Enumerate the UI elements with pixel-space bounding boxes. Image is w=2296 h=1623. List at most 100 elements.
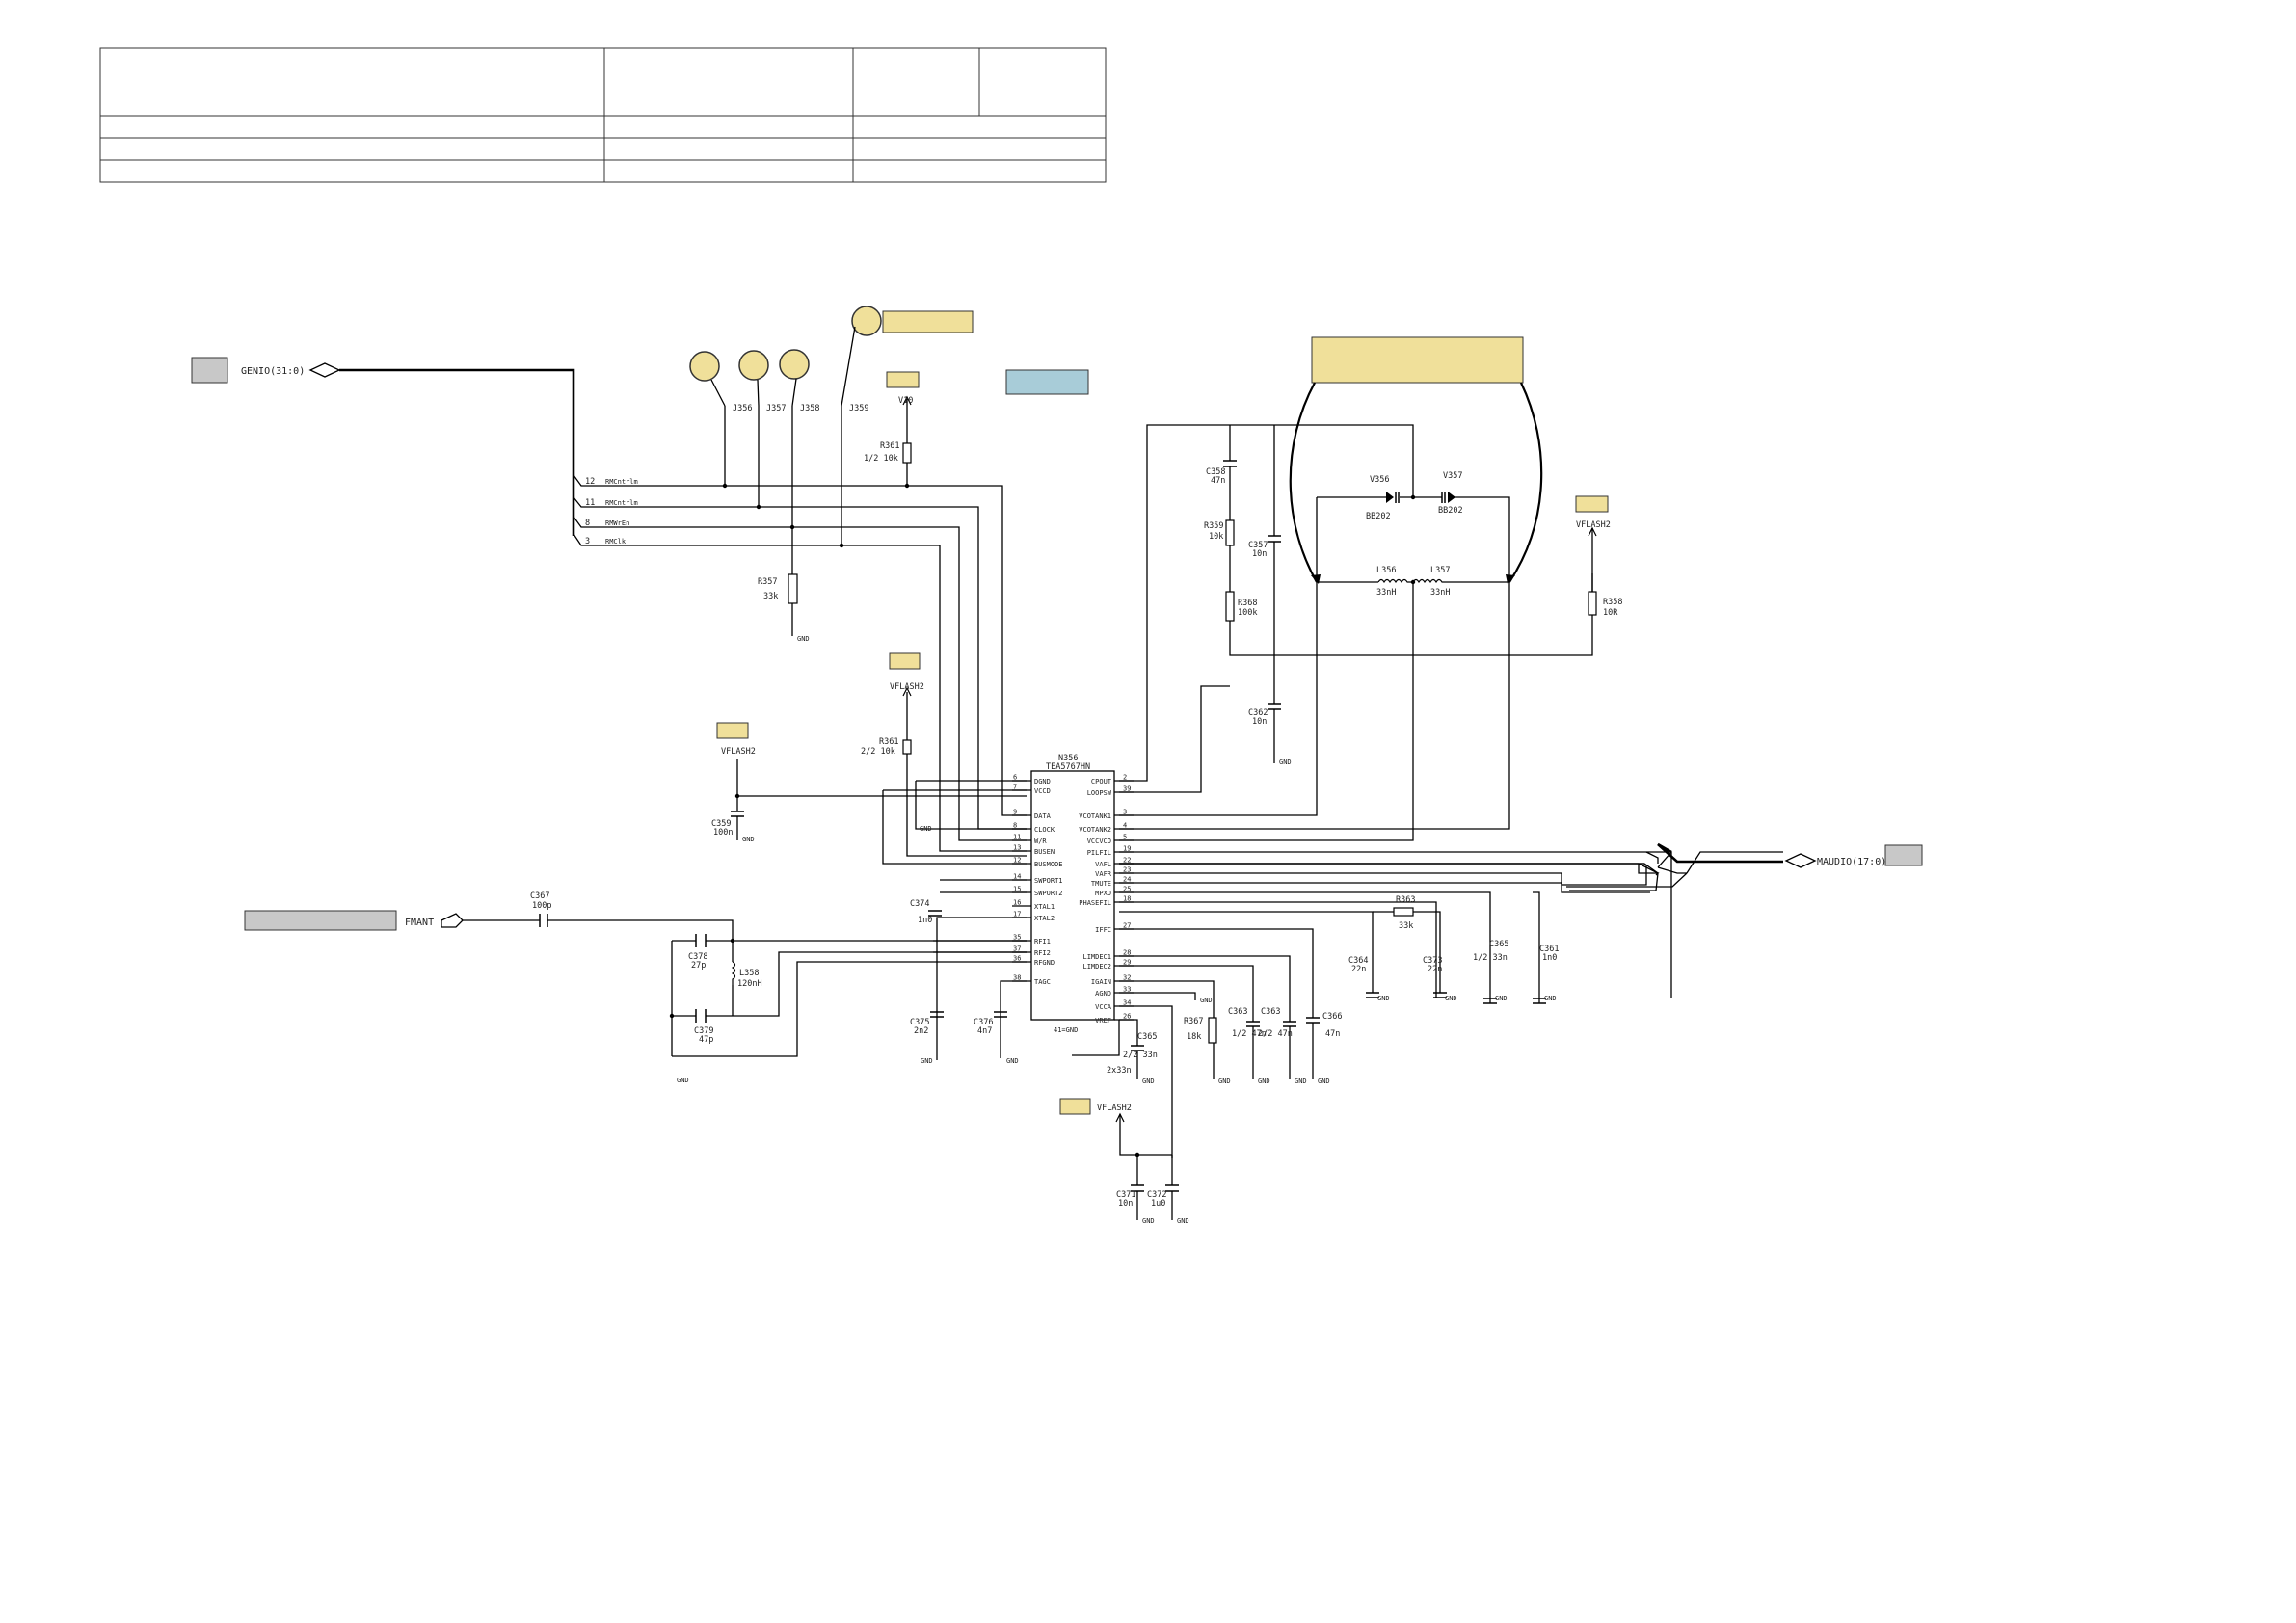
fmant-label: FMANT — [405, 918, 434, 928]
gnd-label: GND — [921, 1057, 933, 1065]
r358-val: 10R — [1603, 608, 1618, 618]
c371-ref: C371 — [1116, 1190, 1135, 1200]
ic-pin-name: LIMDEC1 — [1082, 953, 1111, 961]
bus-net-name: RMWrEn — [605, 519, 629, 527]
gnd-label: GND — [1177, 1217, 1189, 1225]
ic-pin-number: 5 — [1123, 834, 1127, 841]
ic-pin-number: 36 — [1013, 955, 1021, 963]
c358-val: 47n — [1211, 476, 1225, 486]
c361-ref: C361 — [1539, 945, 1559, 954]
port-box — [1884, 844, 1923, 866]
genio-port-label: GENIO(31:0) — [241, 366, 305, 377]
maudio-bus-wire — [1569, 872, 1659, 891]
ic-pin-name: W/R — [1034, 838, 1047, 845]
ic-pin-name: DATA — [1034, 812, 1052, 820]
c364-ref: C364 — [1348, 956, 1368, 966]
gnd-label: GND — [1142, 1078, 1155, 1085]
title-block — [99, 47, 1107, 183]
ic-pin-name: CLOCK — [1034, 826, 1055, 834]
ic-pin-number: 35 — [1013, 934, 1021, 942]
gnd-label: GND — [742, 836, 755, 843]
c363b-val: 2/2 47n — [1258, 1029, 1293, 1039]
r358-ref: R358 — [1603, 598, 1622, 607]
ic-pin-number: 15 — [1013, 886, 1021, 893]
v357-val: BB202 — [1438, 506, 1463, 516]
bus-pin-number: 12 — [585, 477, 595, 487]
ic-pin-name: BUSEN — [1034, 848, 1055, 856]
note-box-blue — [1005, 369, 1089, 395]
ic-pin-number: 38 — [1013, 974, 1021, 982]
r359-val: 10k — [1209, 532, 1223, 542]
c365a-val: 2/2 33n — [1123, 1051, 1158, 1060]
l357-val: 33nH — [1430, 588, 1450, 598]
c365c-val: 2x33n — [1107, 1066, 1132, 1076]
c378-val: 27p — [691, 961, 706, 971]
ic-pin-name: IGAIN — [1091, 978, 1111, 986]
ic-n356: N356 TEA5767HN 41=GND — [1030, 754, 1115, 1034]
gnd-label: GND — [920, 825, 932, 833]
c375-val: 2n2 — [914, 1026, 928, 1036]
r357-ref: R357 — [758, 577, 777, 587]
ic-pin-number: 7 — [1013, 784, 1017, 791]
vflash2-label: VFLASH2 — [721, 747, 756, 757]
jumper-labels: J356 J357 J358 J359 — [733, 404, 868, 413]
c376-val: 4n7 — [977, 1026, 992, 1036]
gnd-label: GND — [1495, 995, 1508, 1002]
jumper-ref: J359 — [849, 404, 868, 413]
ic-pin-number: 37 — [1013, 945, 1021, 953]
annotation-notes — [191, 310, 1923, 1115]
ic-pin-name: VCOTANK2 — [1079, 826, 1111, 834]
ic-gnd-note: 41=GND — [1054, 1026, 1078, 1034]
c378-ref: C378 — [688, 952, 707, 962]
varactor-v357 — [1448, 492, 1455, 503]
c359-ref: C359 — [711, 819, 731, 829]
ic-left-wiring — [882, 780, 1027, 1060]
bus-net-name: RMCntrlm — [605, 478, 638, 486]
audio-out-wiring — [1072, 851, 1672, 1158]
ic-pin-name: VAFL — [1095, 861, 1111, 868]
maudio-bus — [1657, 842, 1783, 864]
ic-pin-name: RFI2 — [1034, 949, 1051, 957]
c365b-val: 1/2 33n — [1473, 953, 1508, 963]
r361b-ref: R361 — [879, 737, 898, 747]
resistor-r359 — [1225, 519, 1235, 546]
l358-val: 120nH — [737, 979, 762, 989]
ic-pin-number: 4 — [1123, 822, 1127, 830]
gnd-label: GND — [1318, 1078, 1330, 1085]
c365b-ref: C365 — [1489, 940, 1508, 949]
note-box — [882, 310, 974, 333]
r367-val: 18k — [1187, 1032, 1201, 1042]
note-box — [889, 652, 921, 670]
inductor-l356 — [1377, 578, 1413, 584]
c365a-ref: C365 — [1137, 1032, 1157, 1042]
ic-pin-name: CPOUT — [1091, 778, 1112, 785]
gnd-label: GND — [1258, 1078, 1270, 1085]
ic-pin-number: 26 — [1123, 1013, 1131, 1021]
v10-label: V10 — [898, 396, 913, 406]
ic-pin-number: 39 — [1123, 785, 1131, 793]
ic-pin-number: 24 — [1123, 876, 1131, 884]
test-point — [851, 306, 882, 336]
test-point — [779, 349, 810, 380]
gnd-label: GND — [1218, 1078, 1231, 1085]
c357-val: 10n — [1252, 549, 1267, 559]
c367-ref: C367 — [530, 891, 549, 901]
ic-pin-number: 18 — [1123, 895, 1131, 903]
ic-pin-name: SWPORT1 — [1034, 877, 1063, 885]
l358-ref: L358 — [739, 969, 759, 978]
output-cap-gnd-wires — [1136, 891, 1540, 1079]
note-box — [1059, 1098, 1091, 1115]
ic-part: TEA5767HN — [1046, 762, 1090, 772]
gnd-labels-right: GND GND GND GND GND GND GND GND GND GND — [1142, 995, 1557, 1085]
ic-pin-number: 8 — [1013, 822, 1017, 830]
ic-pin-name: VCCD — [1034, 787, 1051, 795]
maudio-port — [1784, 853, 1817, 868]
c376-ref: C376 — [974, 1018, 993, 1027]
ic-pin-name: PHASEFIL — [1079, 899, 1111, 907]
ic-pin-name: PILFIL — [1087, 849, 1111, 857]
ic-pin-number: 11 — [1013, 834, 1021, 841]
ic-pin-number: 13 — [1013, 844, 1021, 852]
port-box — [191, 357, 228, 384]
ic-pin-name: LOOPSW — [1087, 789, 1112, 797]
